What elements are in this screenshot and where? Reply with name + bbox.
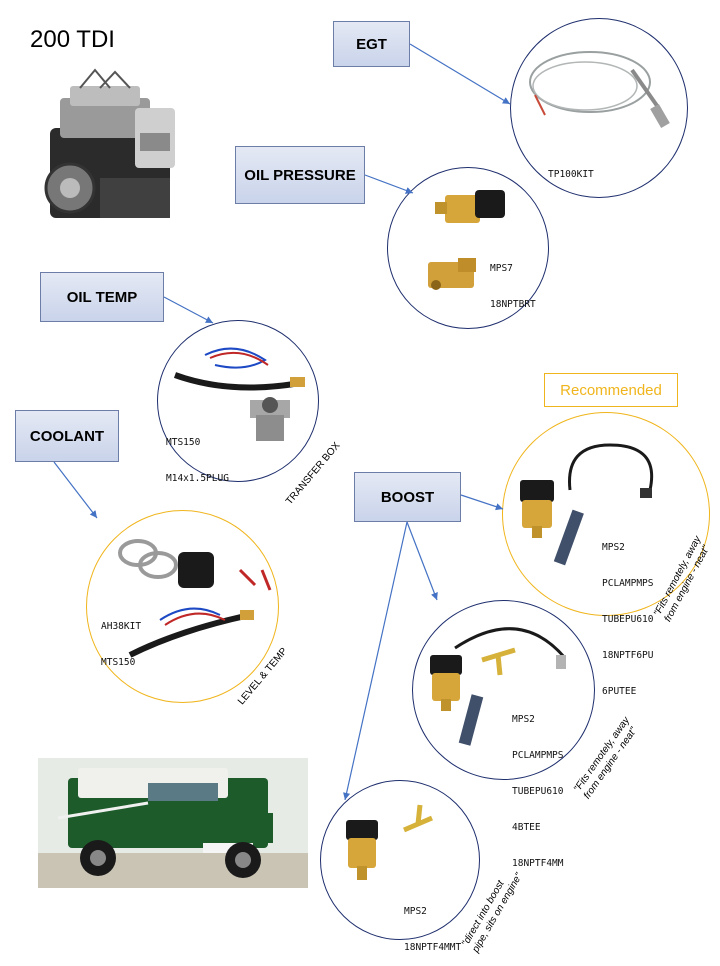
boost-direct-circle xyxy=(320,780,480,940)
oil-pressure-part-list: MPS7 18NPTBRT xyxy=(490,239,536,323)
egt-arrow xyxy=(409,43,511,105)
boost-middle-part-list: MPS2 PCLAMPMPS TUBEPU610 4BTEE 18NPTF4MM xyxy=(512,690,563,882)
egt-circle xyxy=(510,18,688,198)
part-number: PCLAMPMPS xyxy=(602,578,654,589)
boost-recommended-part-list: MPS2 PCLAMPMPS TUBEPU610 18NPTF6PU 6PUTE… xyxy=(602,518,653,710)
part-number: 18NPTF6PU xyxy=(602,650,654,661)
part-number: 18NPTBRT xyxy=(490,299,536,310)
oil-temp-label: OIL TEMP xyxy=(40,272,164,322)
boost-arrow-direct xyxy=(343,521,408,801)
boost-label: BOOST xyxy=(354,472,461,522)
part-number: M14x1.5PLUG xyxy=(166,473,229,484)
oil-temp-circle xyxy=(157,320,319,482)
oil-pressure-circle xyxy=(387,167,549,329)
egt-label: EGT xyxy=(333,21,410,67)
recommended-label: Recommended xyxy=(544,373,678,407)
coolant-part-list: AH38KIT MTS150 xyxy=(101,597,141,681)
coolant-label: COOLANT xyxy=(15,410,119,462)
part-number: MPS2 xyxy=(512,714,535,725)
part-number: AH38KIT xyxy=(101,621,142,632)
boost-middle-circle xyxy=(412,600,595,780)
coolant-arrow xyxy=(53,461,98,519)
part-number: MPS2 xyxy=(602,542,625,553)
part-number: 4BTEE xyxy=(512,822,541,833)
part-number: PCLAMPMPS xyxy=(512,750,564,761)
part-number: 18NPTF4MM xyxy=(512,858,564,869)
egt-part-list: TP100KIT xyxy=(548,145,594,193)
oil-pressure-label: OIL PRESSURE xyxy=(235,146,365,204)
part-number: MPS2 xyxy=(404,906,427,917)
part-number: MPS7 xyxy=(490,263,513,274)
oil-pressure-arrow xyxy=(364,174,414,194)
boost-arrow-middle xyxy=(406,521,438,601)
oil-temp-part-list: MTS150 M14x1.5PLUG xyxy=(166,413,229,497)
oil-temp-arrow xyxy=(163,296,214,324)
boost-arrow-recommended xyxy=(460,494,504,511)
part-number: TUBEPU610 xyxy=(602,614,654,625)
part-number: MTS150 xyxy=(166,437,201,448)
part-number: MTS150 xyxy=(101,657,136,668)
part-number: TP100KIT xyxy=(548,169,594,180)
boost-direct-part-list: MPS2 18NPTF4MMT xyxy=(404,882,461,966)
part-number: 6PUTEE xyxy=(602,686,637,697)
page-title: 200 TDI xyxy=(30,26,115,53)
part-number: TUBEPU610 xyxy=(512,786,564,797)
part-number: 18NPTF4MMT xyxy=(404,942,462,953)
